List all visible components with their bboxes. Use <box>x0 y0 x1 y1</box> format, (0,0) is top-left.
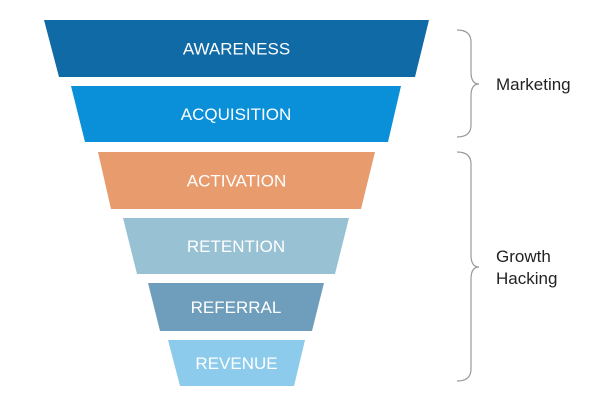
curly-brace-icon <box>456 151 480 382</box>
funnel-stage-revenue: REVENUE <box>168 340 305 386</box>
group-label: Growth <box>496 247 551 266</box>
funnel-stage-shape <box>168 340 305 386</box>
funnel-stage-label: ACTIVATION <box>187 172 287 191</box>
funnel-stage-acquisition: ACQUISITION <box>71 86 401 142</box>
group-marketing: Marketing <box>456 29 571 138</box>
funnel-stage-retention: RETENTION <box>123 218 349 274</box>
funnel-stage-label: REVENUE <box>195 354 277 373</box>
funnel-stage-shape <box>44 20 429 77</box>
funnel-stage-label: ACQUISITION <box>181 105 292 124</box>
group-label: Marketing <box>496 75 571 94</box>
funnel-stage-shape <box>98 152 375 209</box>
funnel-stage-awareness: AWARENESS <box>44 20 429 77</box>
funnel-stage-referral: REFERRAL <box>148 283 324 331</box>
funnel-stage-shape <box>148 283 324 331</box>
funnel-stage-shape <box>71 86 401 142</box>
funnel-stage-label: REFERRAL <box>191 298 282 317</box>
funnel-stage-activation: ACTIVATION <box>98 152 375 209</box>
funnel-stage-label: AWARENESS <box>183 40 290 59</box>
funnel-stage-label: RETENTION <box>187 237 285 256</box>
group-label: Hacking <box>496 269 557 288</box>
curly-brace-icon <box>456 29 480 138</box>
funnel-stage-shape <box>123 218 349 274</box>
